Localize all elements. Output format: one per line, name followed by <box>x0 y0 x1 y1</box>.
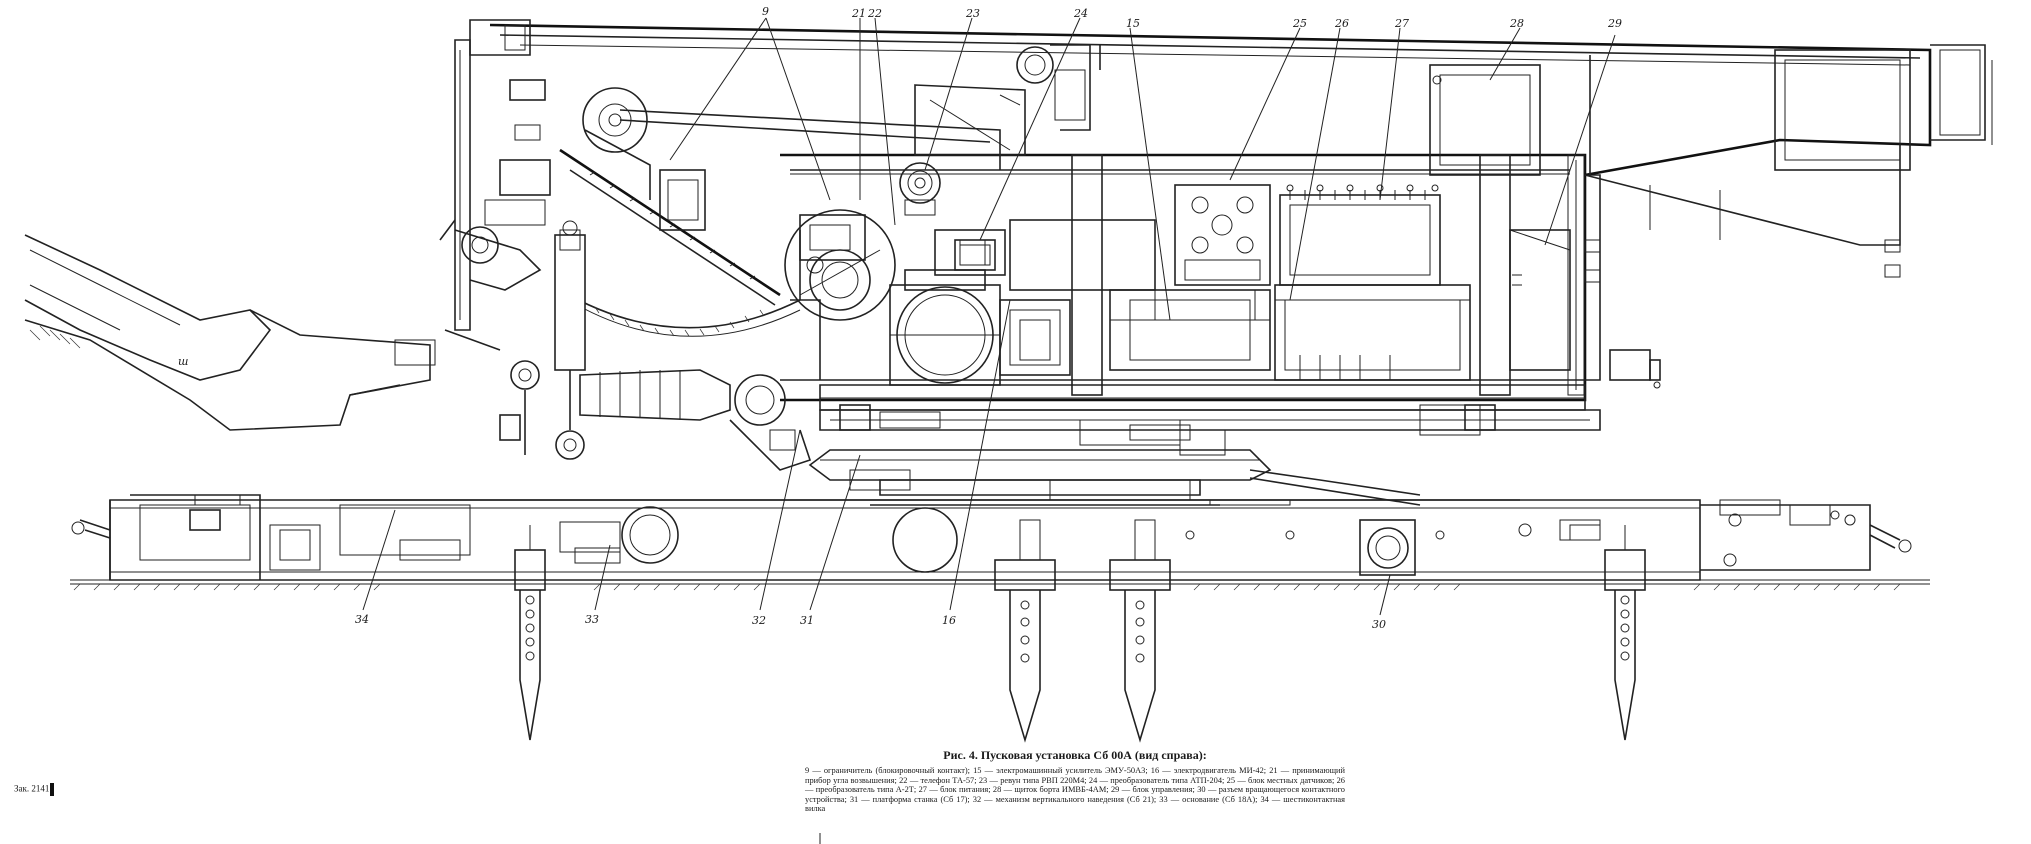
callout-22: 22 <box>867 7 882 20</box>
outrigger-stake-2 <box>994 519 1056 743</box>
callout-24: 24 <box>1073 7 1088 20</box>
outrigger-stake-1 <box>514 525 546 741</box>
angle-receiver-21 <box>784 209 896 321</box>
equipment-block-27 <box>1279 184 1441 286</box>
order-mark: Зак. 2141 <box>14 783 55 796</box>
callout-33: 33 <box>585 613 599 626</box>
base-frame <box>71 479 1912 581</box>
upper-cradle <box>454 19 1993 331</box>
callout-28: 28 <box>1509 17 1524 30</box>
callout-32: 32 <box>752 614 766 627</box>
order-mark-text: Зак. 2141 <box>14 783 50 794</box>
outrigger-stake-4 <box>1604 525 1646 741</box>
equipment-block-25 <box>1174 184 1271 286</box>
order-mark-bar <box>50 783 55 796</box>
callouts: 9 21 22 23 24 15 25 26 27 28 29 34 33 32… <box>355 5 1622 631</box>
callout-23: 23 <box>965 7 980 20</box>
caption-body: 9 — ограничитель (блокировочный контакт)… <box>805 766 1345 814</box>
outrigger-stake-3 <box>1109 519 1171 743</box>
equipment-block-15 <box>1009 219 1271 371</box>
callout-9: 9 <box>762 5 769 18</box>
boom-arm: ш <box>24 234 431 431</box>
callout-26: 26 <box>1334 17 1349 30</box>
callout-29: 29 <box>1607 17 1622 30</box>
equipment-block-26 <box>1274 284 1471 381</box>
callout-30: 30 <box>1372 618 1386 631</box>
boom-emblem: ш <box>178 355 188 368</box>
equipment-block-28 <box>1429 64 1541 176</box>
motor-16 <box>889 229 1071 386</box>
caption-title: Рис. 4. Пусковая установка Сб 00А (вид с… <box>943 748 1207 762</box>
figure-caption: Рис. 4. Пусковая установка Сб 00А (вид с… <box>805 748 1345 814</box>
callout-21: 21 <box>851 7 866 20</box>
callout-27: 27 <box>1394 17 1409 30</box>
turntable <box>808 429 1421 506</box>
elevation-mechanism <box>394 87 821 471</box>
callout-31: 31 <box>800 614 814 627</box>
svg-text:ш: ш <box>178 355 188 368</box>
callout-16: 16 <box>942 614 956 627</box>
callout-34: 34 <box>355 613 369 626</box>
callout-15: 15 <box>1126 17 1140 30</box>
leader-lines <box>362 17 1616 616</box>
equipment-block-29 <box>1509 229 1571 371</box>
converter-24 <box>914 84 1026 271</box>
siren-23 <box>899 162 941 216</box>
ground-line <box>70 579 1930 591</box>
callout-25: 25 <box>1292 17 1307 30</box>
